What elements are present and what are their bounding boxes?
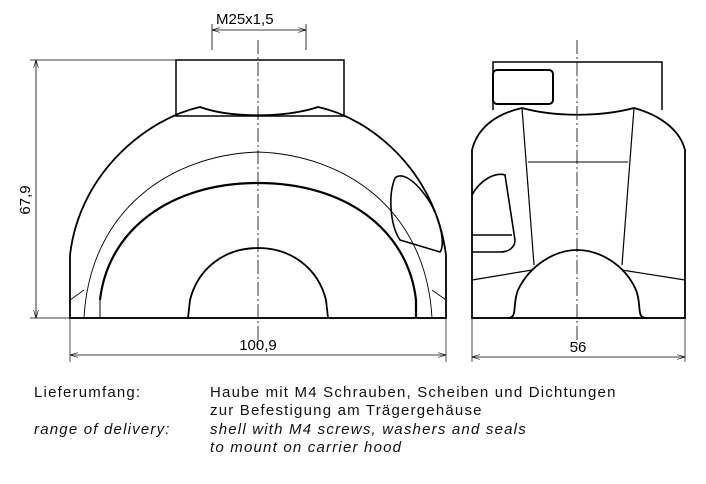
side-view — [471, 40, 686, 362]
cable-arch — [187, 247, 329, 319]
front-view — [30, 24, 447, 362]
side-body — [471, 107, 686, 319]
delivery-text-en-2: to mount on carrier hood — [210, 439, 403, 456]
outer-shell — [69, 106, 447, 319]
front-width-dimension: 100,9 — [239, 337, 277, 354]
side-width-dimension: 56 — [570, 339, 587, 356]
inner-arch — [98, 181, 418, 318]
delivery-label-en: range of delivery: — [34, 421, 171, 438]
side-arch — [507, 249, 647, 319]
thread-dimension: M25x1,5 — [216, 11, 274, 28]
side-fin — [471, 173, 516, 253]
delivery-text-en-1: shell with M4 screws, washers and seals — [210, 421, 527, 438]
height-dimension: 67,9 — [17, 185, 34, 214]
inner-contour — [83, 151, 433, 319]
delivery-text-de-1: Haube mit M4 Schrauben, Scheiben und Dic… — [210, 384, 617, 401]
side-slot — [492, 69, 554, 105]
side-fin — [390, 175, 444, 253]
delivery-text-de-2: zur Befestigung am Trägergehäuse — [210, 402, 483, 419]
delivery-label-de: Lieferumfang: — [34, 384, 142, 401]
